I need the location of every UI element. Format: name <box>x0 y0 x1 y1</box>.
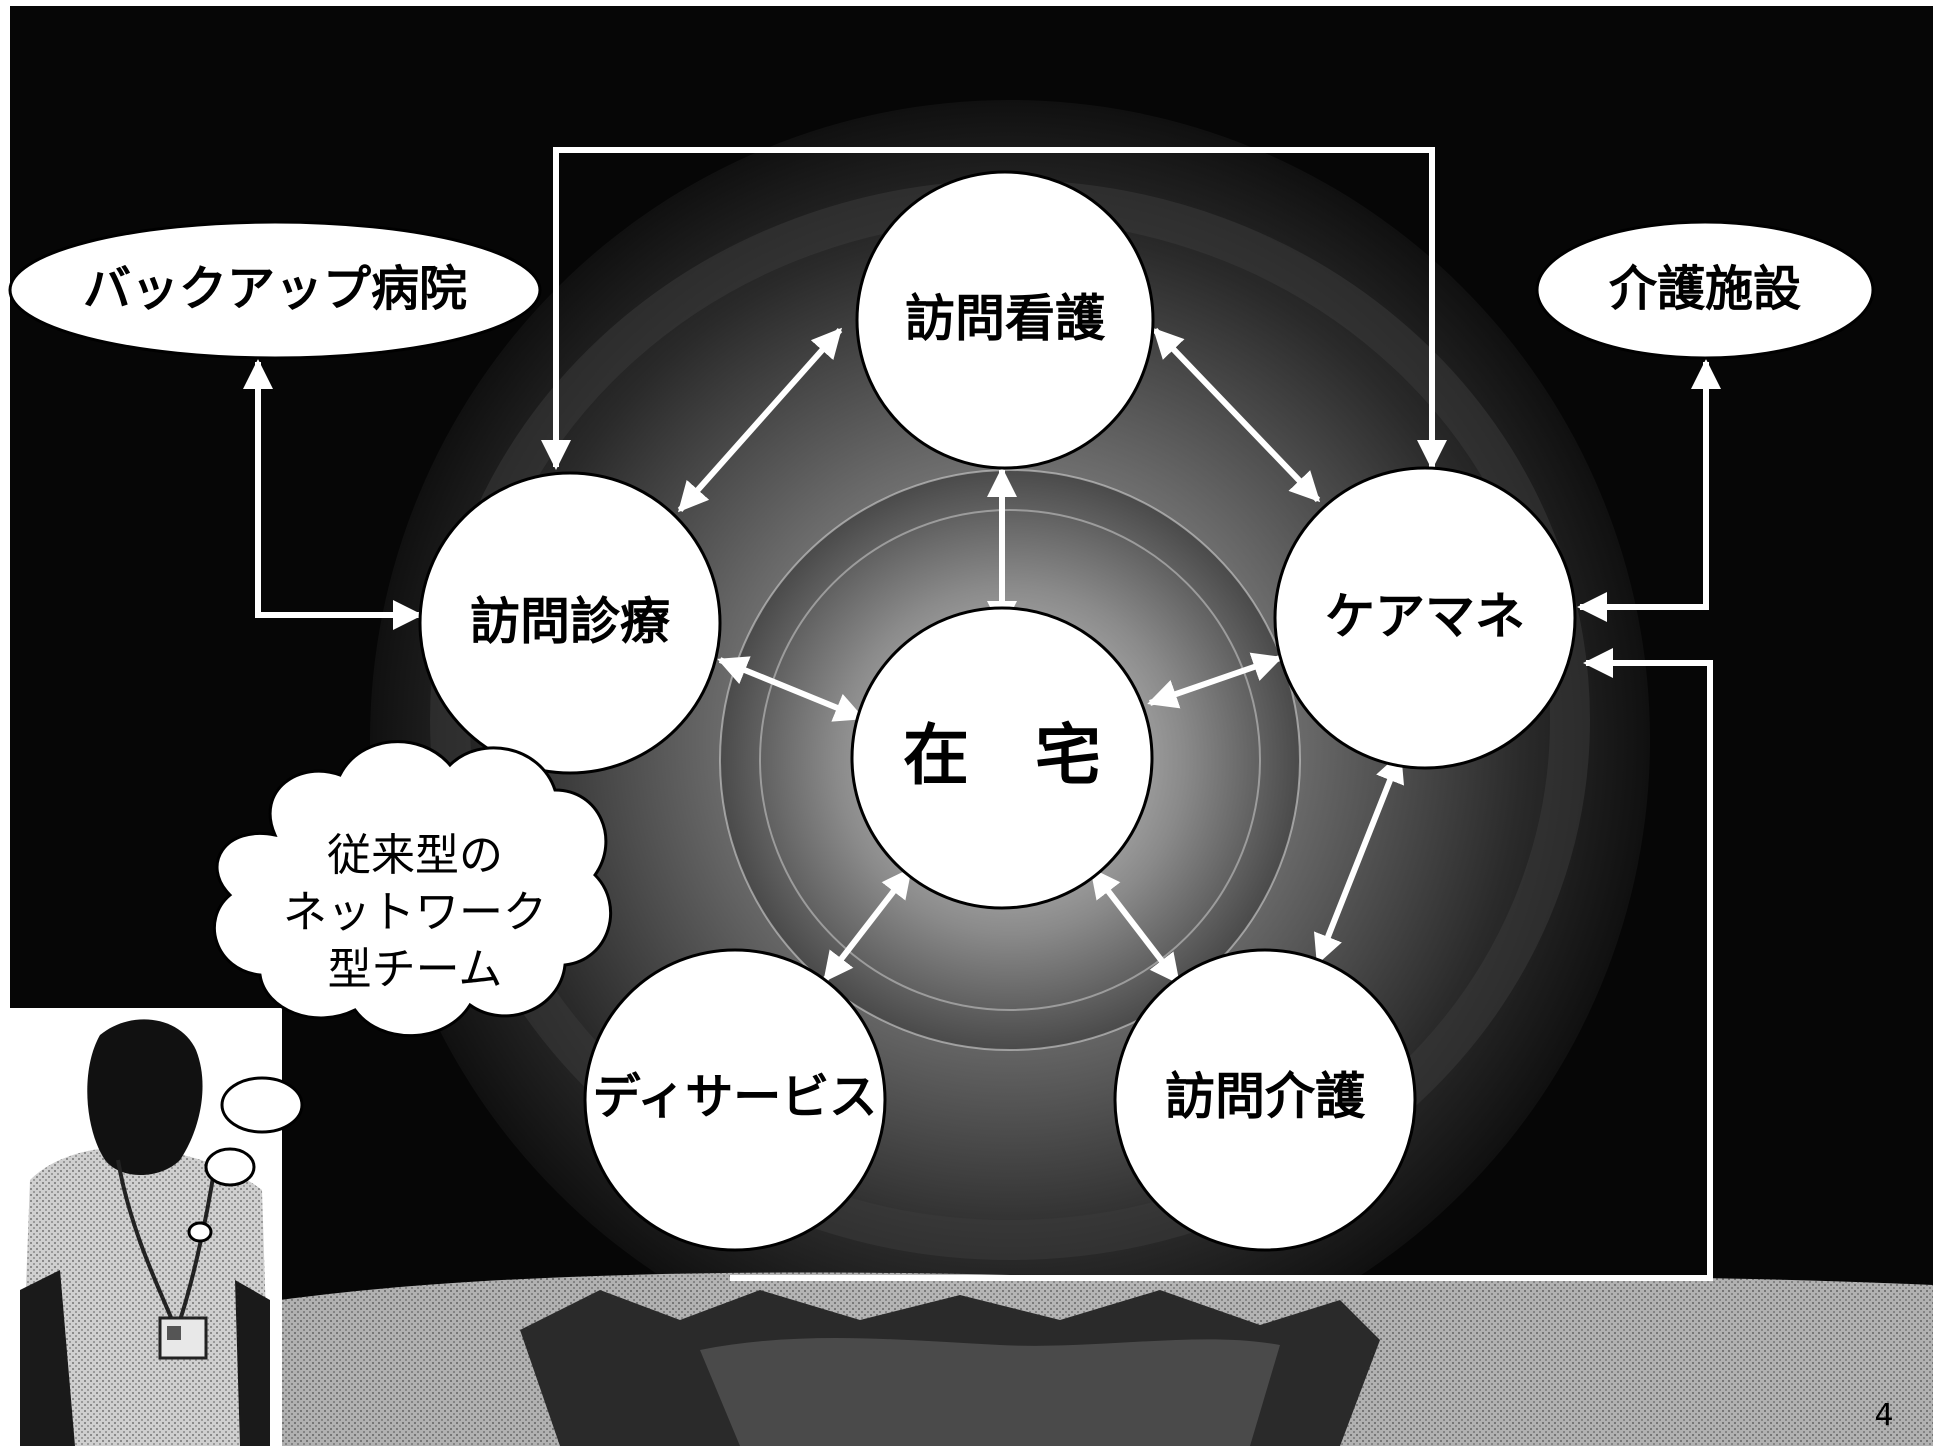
care-facility-line <box>1577 359 1721 622</box>
person-head <box>87 1019 203 1175</box>
id-badge-photo <box>167 1326 181 1340</box>
person-arm-right <box>235 1280 270 1446</box>
node-visiting-nursing-label: 訪問看護 <box>905 290 1106 348</box>
person-panel-edge <box>270 1008 282 1446</box>
arrow-nursing-medical <box>677 327 843 513</box>
thought-line-2: ネットワーク <box>283 887 547 938</box>
thought-cloud <box>212 740 612 1038</box>
thought-dot-medium <box>204 1147 256 1187</box>
person-illustration <box>10 1008 282 1446</box>
thought-line-3: 型チーム <box>328 944 503 995</box>
white-top-margin <box>0 0 1933 6</box>
node-backup-hospital: バックアップ病院 <box>8 220 542 360</box>
node-home-care-label: 訪問介護 <box>1165 1068 1366 1126</box>
backup-hospital-line <box>243 359 423 630</box>
page-number: 4 <box>1874 1398 1893 1433</box>
node-care-manager-label: ケアマネ <box>1325 588 1525 646</box>
arrow-caremanager-home <box>1147 652 1283 709</box>
top-loop-line <box>541 147 1447 470</box>
arrow-nursing-caremanager <box>1152 327 1321 503</box>
lanyard <box>116 1159 217 1321</box>
arrow-caremanager-homecare <box>1313 752 1405 965</box>
node-backup-hospital-label: バックアップ病院 <box>83 261 467 317</box>
thought-line-1: 従来型の <box>327 830 503 881</box>
person-arm <box>20 1270 75 1446</box>
node-care-facility: 介護施設 <box>1535 220 1875 360</box>
connector-lines <box>243 147 1721 1281</box>
node-day-service: ディサービス <box>583 948 887 1252</box>
node-care-manager: ケアマネ <box>1273 466 1577 770</box>
arrow-medical-home <box>717 656 865 722</box>
node-home-medical-care: 訪問診療 <box>418 471 722 775</box>
arrow-home-homecare <box>1089 867 1181 985</box>
node-home-medical-care-label: 訪問診療 <box>470 593 670 651</box>
node-care-facility-label: 介護施設 <box>1609 261 1801 317</box>
thought-bubble: 従来型の ネットワーク 型チーム <box>187 740 612 1243</box>
node-day-service-label: ディサービス <box>593 1069 878 1125</box>
node-home: 在 宅 <box>850 606 1154 910</box>
node-visiting-nursing: 訪問看護 <box>855 170 1155 470</box>
person-shirt <box>20 1147 270 1446</box>
relationship-arrows <box>677 327 1405 985</box>
node-home-label: 在 宅 <box>903 717 1101 794</box>
node-home-care: 訪問介護 <box>1113 948 1417 1252</box>
arrow-home-dayservice <box>822 867 913 983</box>
landscape-valley <box>700 1338 1280 1446</box>
thought-dot-large <box>220 1076 304 1134</box>
id-badge <box>158 1316 208 1360</box>
bottom-loop-line <box>730 648 1713 1281</box>
thought-dot-small <box>187 1221 213 1243</box>
